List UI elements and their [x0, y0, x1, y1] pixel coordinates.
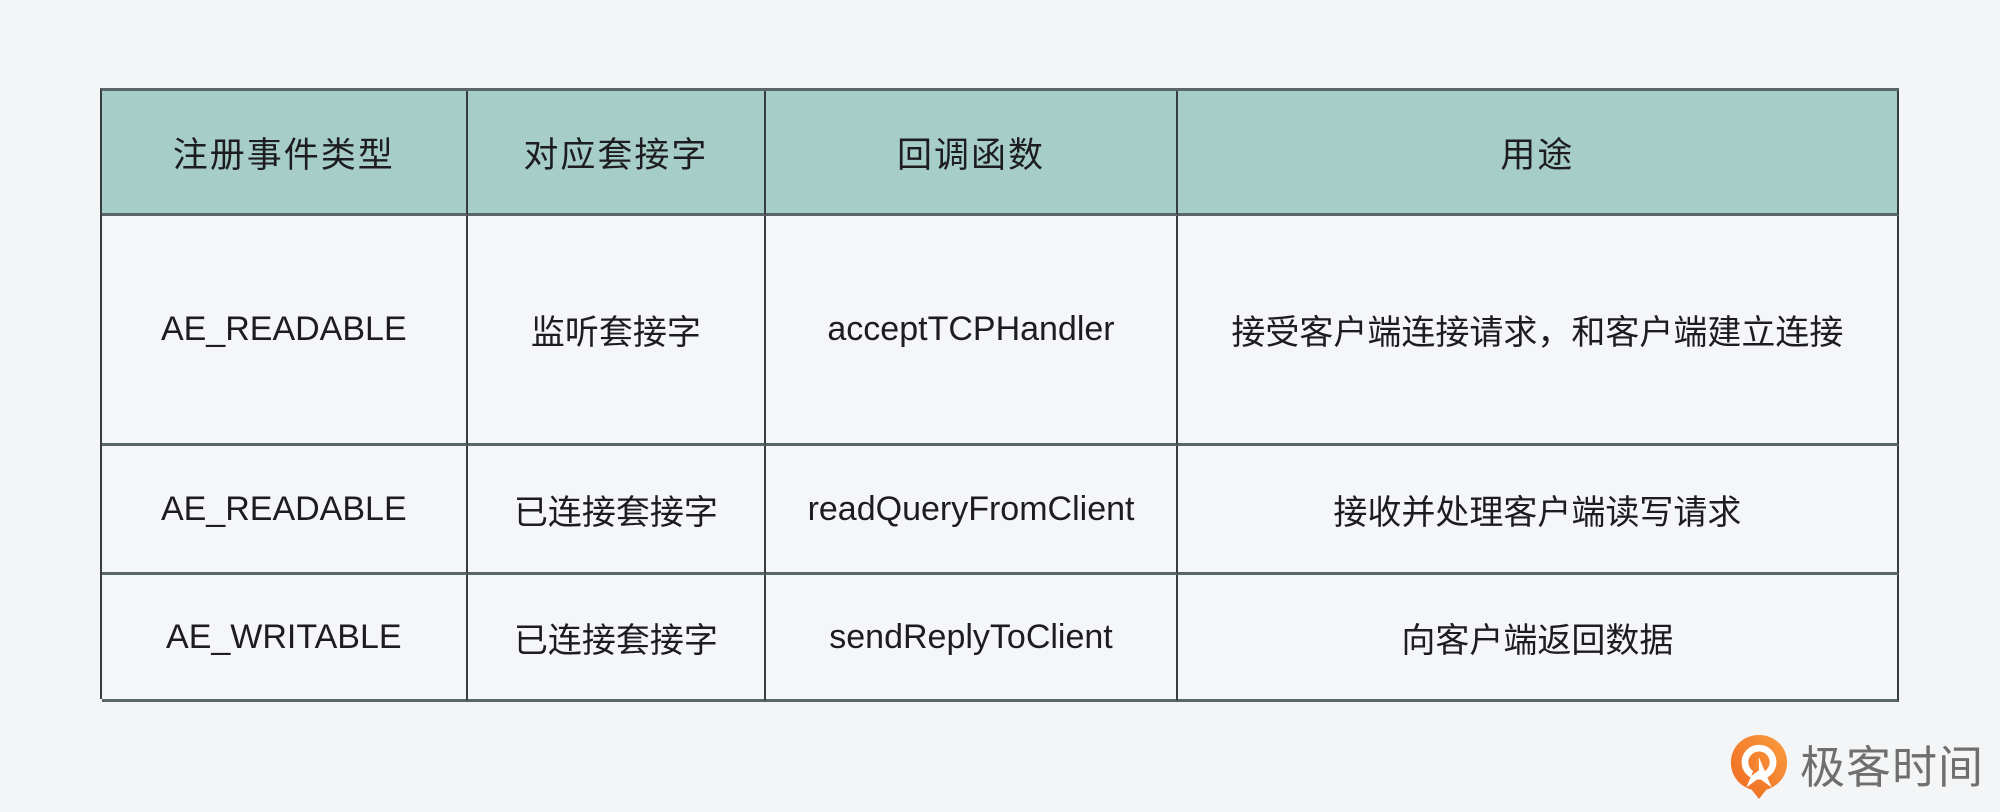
table-cell: 已连接套接字 [467, 575, 767, 702]
event-handler-table: 注册事件类型 对应套接字 回调函数 用途 AE_READABLE 监听套接字 a… [100, 88, 1899, 702]
table-cell: AE_WRITABLE [102, 575, 468, 702]
geektime-pin-icon [1730, 735, 1788, 799]
table-cell: 已连接套接字 [467, 446, 767, 575]
header-cell-socket: 对应套接字 [467, 91, 767, 216]
geektime-logo-text: 极客时间 [1799, 741, 1984, 793]
table-cell: AE_READABLE [102, 446, 468, 575]
header-cell-callback: 回调函数 [766, 91, 1178, 216]
table-cell: readQueryFromClient [766, 446, 1178, 575]
table-cell: 接收并处理客户端读写请求 [1177, 446, 1899, 575]
table-cell: sendReplyToClient [766, 575, 1178, 702]
table-cell: AE_READABLE [102, 216, 468, 446]
header-cell-purpose: 用途 [1177, 91, 1899, 216]
table-cell: acceptTCPHandler [766, 216, 1178, 446]
table-cell: 向客户端返回数据 [1177, 575, 1899, 702]
table-cell: 监听套接字 [467, 216, 767, 446]
table-cell: 接受客户端连接请求，和客户端建立连接 [1177, 216, 1899, 446]
geektime-logo: 极客时间 [1728, 734, 1984, 800]
header-cell-event-type: 注册事件类型 [102, 91, 468, 216]
